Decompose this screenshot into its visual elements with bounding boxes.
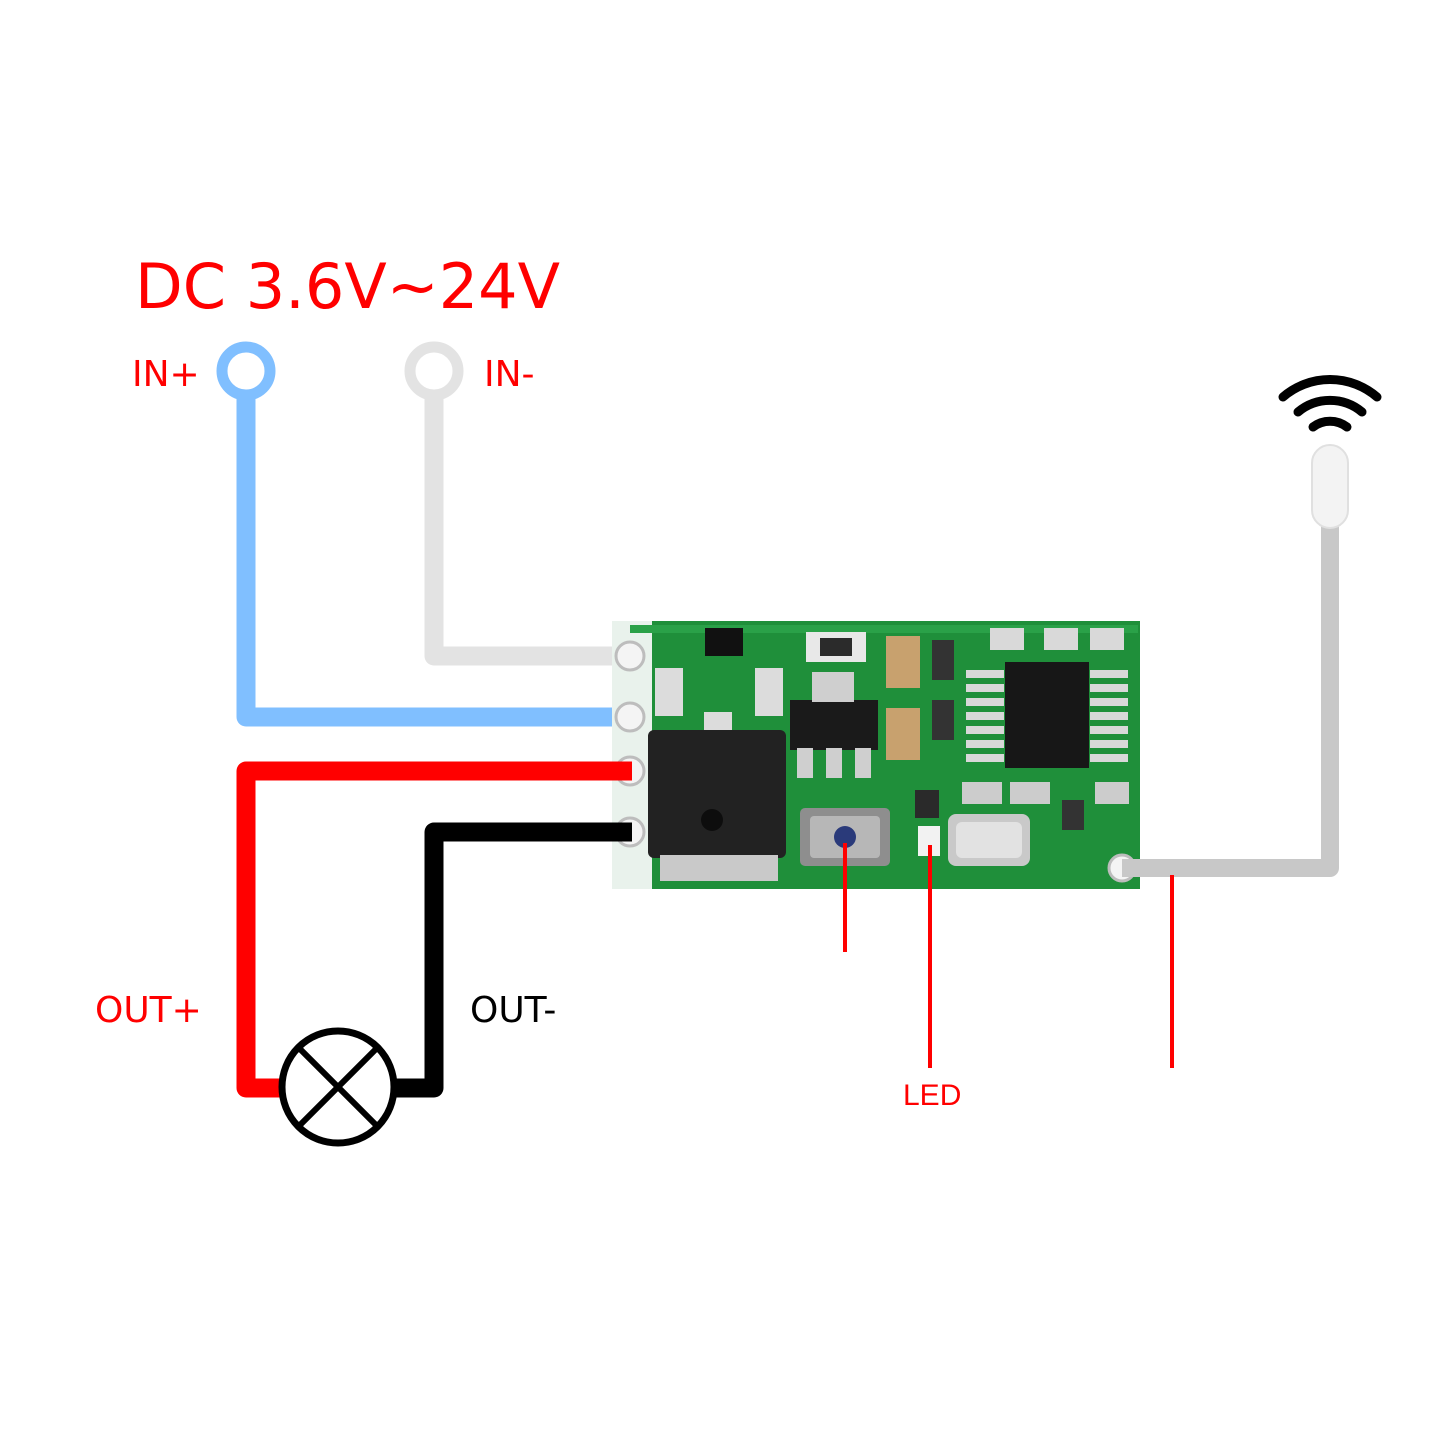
out-plus-wire: [236, 761, 632, 1098]
in-plus-label: IN+: [132, 354, 200, 395]
out-minus-wire: [396, 822, 632, 1098]
decoder-ic: [1005, 662, 1089, 768]
wifi-signal-icon: [1278, 375, 1382, 432]
mosfet-chip: [648, 730, 786, 858]
antenna-wire: [1122, 444, 1349, 877]
led-label: LED: [903, 1079, 961, 1112]
in-minus-label: IN-: [484, 354, 535, 395]
pointer-lines: [843, 843, 1174, 1068]
status-led: [918, 826, 940, 856]
in-plus-wire: [216, 341, 632, 727]
receiver-pcb: [612, 621, 1140, 889]
out-minus-label: OUT-: [470, 990, 556, 1031]
lamp-symbol-icon: [278, 1027, 398, 1147]
pad-in-minus: [614, 640, 646, 672]
out-plus-label: OUT+: [95, 990, 202, 1031]
pad-in-plus: [614, 701, 646, 733]
in-minus-wire: [404, 341, 632, 666]
voltage-title: DC 3.6V~24V: [135, 250, 560, 323]
